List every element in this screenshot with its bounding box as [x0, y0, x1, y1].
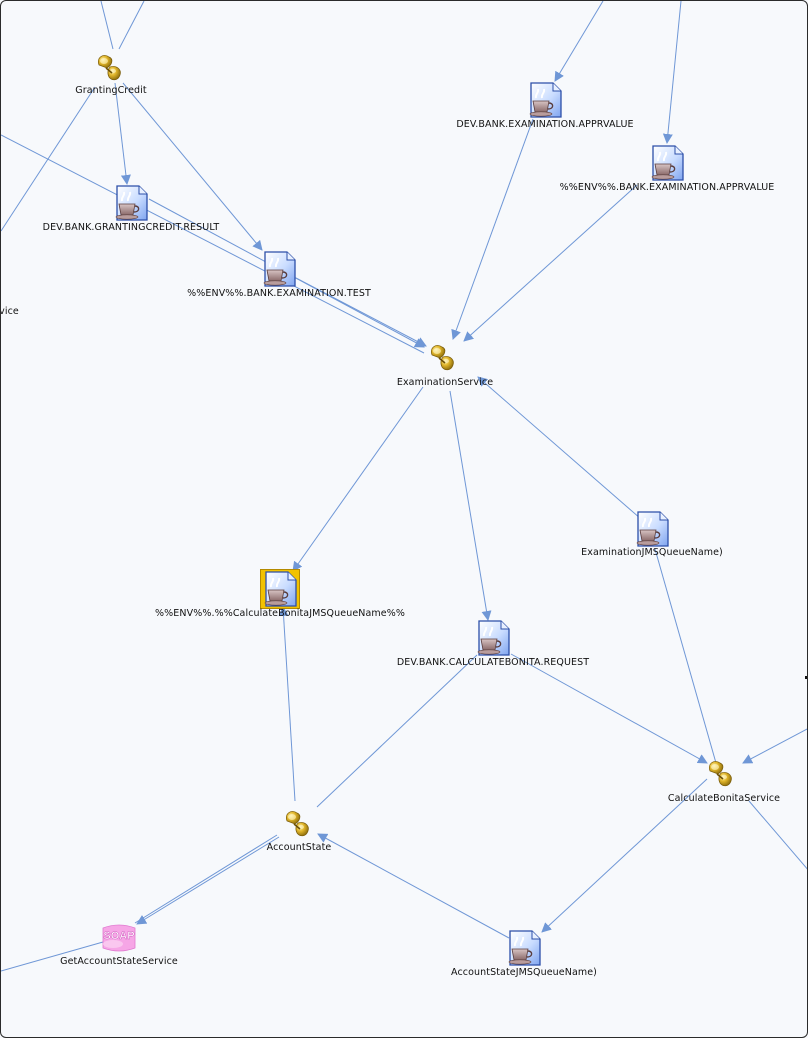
svg-text:SOAP: SOAP [103, 930, 134, 942]
edge-examination-jms-queue-name-to-examination-service [477, 376, 642, 520]
edge-granting-credit-to-dev-bank-grantingcredit-result [114, 82, 131, 185]
edge-account-state-to-env-calculate-bonita-jms-queue-name [278, 606, 296, 802]
edge-calculate-bonita-service-to-offscreen-right-2 [748, 800, 807, 870]
node-label: DEV.BANK.EXAMINATION.APPRVALUE [456, 119, 634, 130]
node-label: %%ENV%%.BANK.EXAMINATION.APPRVALUE [559, 182, 775, 193]
node-label: AccountState [266, 842, 332, 853]
edge-offscreen-top-4-to-env-bank-examination-apprvalue [662, 1, 682, 144]
edge-offscreen-left-1-to-examination-service [1, 134, 425, 354]
edge-env-bank-examination-apprvalue-to-examination-service [463, 184, 638, 342]
edge-offscreen-left-3-to-get-account-state-service [1, 941, 104, 972]
node-label: %%ENV%%.BANK.EXAMINATION.TEST [187, 288, 371, 299]
node-label: GrantingCredit [75, 85, 147, 96]
edge-dev-bank-examination-apprvalue-to-examination-service [451, 118, 534, 340]
edge-offscreen-top-1-to-granting-credit [100, 1, 114, 50]
edge-offscreen-top-3-to-dev-bank-examination-apprvalue [554, 1, 604, 82]
node-label: ExaminationJMSQueueName) [581, 547, 723, 558]
edge-fragment [805, 676, 807, 679]
edge-dev-bank-calculatebonita-request-to-calculate-bonita-service [510, 653, 708, 764]
edge-examination-service-to-dev-bank-calculatebonita-request [449, 390, 492, 621]
edge-get-account-state-service-to-account-state [134, 834, 278, 924]
edge-account-state-to-get-account-state-service [136, 836, 280, 925]
jms-queue-icon [647, 143, 687, 183]
edge-examination-service-to-env-calculate-bonita-jms-queue-name [292, 386, 424, 572]
node-label: vice [0, 306, 19, 317]
edge-granting-credit-to-env-bank-examination-test [122, 82, 263, 251]
service-icon [427, 341, 457, 373]
service-icon [705, 757, 735, 789]
node-label: AccountStateJMSQueueName) [451, 967, 597, 978]
edge-offscreen-right-1-to-calculate-bonita-service [742, 728, 807, 764]
service-icon [282, 807, 312, 839]
node-label: CalculateBonitaService [667, 793, 781, 804]
jms-queue-icon [632, 509, 672, 549]
jms-queue-icon [473, 618, 513, 658]
edge-account-state-to-dev-bank-calculatebonita-request [316, 654, 478, 808]
edge-account-state-jms-queue-name-to-account-state [317, 833, 510, 939]
node-label: %%ENV%%.%%CalculateBonitaJMSQueueName%% [155, 608, 405, 619]
jms-queue-icon [504, 928, 544, 968]
edge-env-bank-examination-test-to-examination-service [295, 277, 427, 347]
service-icon [94, 51, 124, 83]
node-label: ExaminationService [396, 377, 494, 388]
edge-offscreen-left-2-to-granting-credit [1, 86, 96, 232]
node-label: DEV.BANK.CALCULATEBONITA.REQUEST [396, 657, 590, 668]
jms-queue-icon [525, 80, 565, 120]
edge-offscreen-top-2-to-granting-credit [118, 1, 145, 50]
soap-service-icon: SOAP [99, 922, 139, 954]
node-label: GetAccountStateService [60, 956, 178, 967]
selected-jms-queue-icon [260, 569, 300, 609]
jms-queue-icon [111, 183, 151, 223]
node-label: DEV.BANK.GRANTINGCREDIT.RESULT [42, 222, 220, 233]
edge-examination-jms-queue-name-to-calculate-bonita-service [654, 548, 717, 764]
jms-queue-icon [259, 249, 299, 289]
edge-calculate-bonita-service-to-account-state-jms-queue-name [541, 778, 708, 933]
